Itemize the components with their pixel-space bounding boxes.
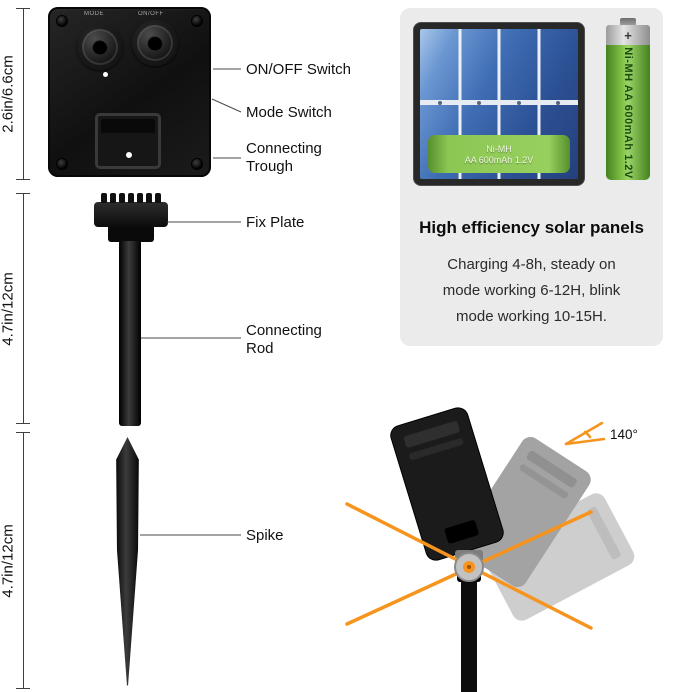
ghost-panel-mid [457, 437, 591, 587]
card-title: High efficiency solar panels [419, 218, 644, 237]
callout-fix-plate: Fix Plate [246, 214, 305, 231]
battery-plus-sign: + [624, 27, 632, 43]
bracket-line [23, 193, 24, 424]
cell-dot [477, 100, 482, 105]
solar-cells: Ni-MH AA 600mAh 1.2V [420, 29, 578, 179]
battery-body: Ni-MH AA 600mAh 1.2V [606, 45, 650, 180]
tick [16, 688, 30, 689]
callout-line: Trough [246, 158, 293, 175]
fix-plate-ridges [94, 193, 168, 203]
callout-onoff-switch: ON/OFF Switch [246, 61, 352, 78]
battery-label: Ni-MH AA 600mAh 1.2V [622, 46, 634, 179]
callout-line: Rod [246, 340, 274, 357]
screw-icon [57, 16, 67, 26]
callout-spike: Spike [246, 527, 284, 544]
tick [16, 179, 30, 180]
onoff-engraving: ON/OFF [138, 11, 164, 17]
ridge [110, 193, 116, 203]
fix-plate [94, 193, 168, 242]
ridge [101, 193, 107, 203]
connecting-trough [95, 113, 161, 169]
info-card: Ni-MH AA 600mAh 1.2V + Ni-MH AA 600mAh 1… [400, 8, 663, 346]
mode-engraving: MODE [84, 11, 104, 17]
cell-dot [556, 100, 561, 105]
ghost-panel-light [483, 493, 635, 621]
callout-connecting-trough: Connecting Trough [246, 140, 322, 176]
fix-plate-collar [108, 227, 154, 242]
screw-icon [192, 159, 202, 169]
ridge [128, 193, 134, 203]
trough-dot [126, 152, 132, 158]
measurement-bracket-spike: 4.7in/12cm [0, 432, 30, 689]
measurement-bracket-panel: 2.6in/6.6cm [0, 8, 30, 180]
pole [461, 580, 477, 692]
solar-panel-illustration: Ni-MH AA 600mAh 1.2V [413, 22, 585, 186]
connecting-rod [119, 241, 141, 426]
knob-hole [147, 35, 163, 51]
cell-dot [437, 100, 442, 105]
tick [16, 423, 30, 424]
card-body-line: mode working 10-15H. [456, 308, 607, 325]
battery-cap: + [606, 25, 650, 45]
fix-plate-block [94, 202, 168, 227]
callout-mode-switch: Mode Switch [246, 104, 332, 121]
ridge [155, 193, 161, 203]
card-body-line: Charging 4-8h, steady on [447, 256, 616, 273]
ridge [137, 193, 143, 203]
panel-battery-overlay: Ni-MH AA 600mAh 1.2V [428, 135, 570, 173]
screw-icon [57, 159, 67, 169]
tilt-angle-figure: 140° [345, 407, 638, 692]
ridge [146, 193, 152, 203]
callout-connecting-rod: Connecting Rod [246, 322, 322, 358]
callout-line: Connecting [246, 322, 322, 339]
angle-label: 140° [610, 427, 638, 442]
measurement-bracket-rod: 4.7in/12cm [0, 193, 30, 424]
battery-terminal-nub [620, 18, 636, 25]
solar-panel-head [390, 407, 504, 561]
mode-switch-knob [77, 24, 123, 70]
leader-mode [211, 98, 242, 113]
panel-battery-name: Ni-MH [486, 143, 512, 154]
card-body: Charging 4-8h, steady on mode working 6-… [400, 252, 663, 330]
callout-line: Connecting [246, 140, 322, 157]
cell-dot [516, 100, 521, 105]
solar-light-back-panel: MODE ON/OFF [48, 7, 211, 177]
cell-busbar [420, 99, 578, 105]
bracket-line [23, 8, 24, 180]
card-body-line: mode working 6-12H, blink [442, 282, 621, 299]
on-off-switch-knob [132, 20, 178, 66]
angle-icon [564, 421, 606, 446]
aa-battery-illustration: + Ni-MH AA 600mAh 1.2V [606, 18, 650, 180]
bracket-line [23, 432, 24, 689]
panel-battery-spec: AA 600mAh 1.2V [464, 154, 534, 165]
knob-hole [92, 39, 108, 55]
screw-icon [192, 16, 202, 26]
pivot-dot [467, 565, 471, 569]
trough-lip [101, 119, 155, 133]
indicator-dot [103, 72, 108, 77]
ridge [119, 193, 125, 203]
